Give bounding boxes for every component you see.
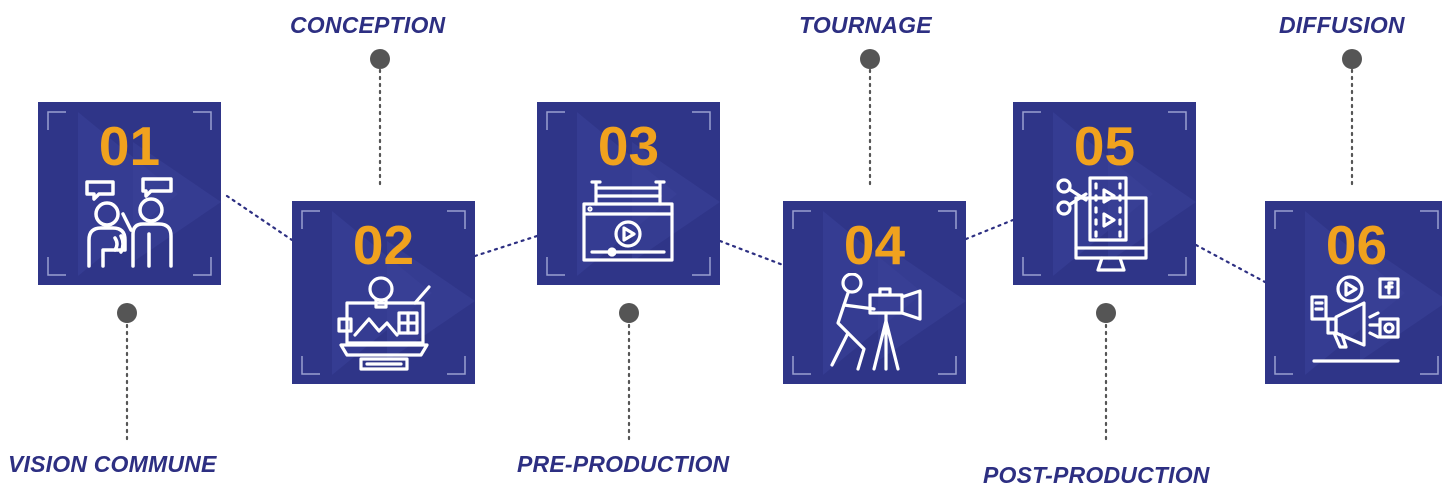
step-label-01: VISION COMMUNE bbox=[8, 451, 217, 477]
step-number: 03 bbox=[597, 115, 660, 177]
pin-dot-05 bbox=[1096, 303, 1116, 323]
camera-operator-icon bbox=[830, 273, 922, 371]
people-discussion-icon bbox=[85, 177, 173, 268]
step-label-06: DIFFUSION bbox=[1279, 12, 1405, 38]
step-card-06: 06 bbox=[1265, 201, 1442, 384]
step-card-03: 03 bbox=[537, 102, 720, 285]
step-number: 05 bbox=[1073, 115, 1136, 177]
link-01-02 bbox=[225, 194, 294, 242]
link-03-04 bbox=[718, 239, 785, 267]
step-label-05: POST-PRODUCTION bbox=[983, 462, 1210, 488]
step-number: 06 bbox=[1325, 214, 1388, 276]
video-player-icon bbox=[582, 180, 674, 262]
step-card-04: 04 bbox=[783, 201, 966, 384]
pin-dot-06 bbox=[1342, 49, 1362, 69]
step-label-02: CONCEPTION bbox=[290, 12, 446, 38]
link-02-03 bbox=[473, 234, 539, 258]
pin-dot-04 bbox=[860, 49, 880, 69]
card-background bbox=[546, 111, 720, 276]
step-label-03: PRE-PRODUCTION bbox=[517, 451, 730, 477]
step-card-02: 02 bbox=[292, 201, 475, 384]
card-background bbox=[47, 111, 221, 276]
video-editing-icon bbox=[1056, 176, 1148, 272]
social-megaphone-icon bbox=[1310, 275, 1400, 363]
step-card-01: 01 bbox=[38, 102, 221, 285]
link-04-05 bbox=[964, 218, 1015, 241]
pin-dot-03 bbox=[619, 303, 639, 323]
step-number: 01 bbox=[98, 115, 161, 177]
pin-dot-01 bbox=[117, 303, 137, 323]
design-idea-icon bbox=[337, 276, 431, 371]
step-number: 04 bbox=[843, 214, 906, 276]
step-number: 02 bbox=[352, 214, 415, 276]
link-05-06 bbox=[1194, 243, 1267, 284]
step-card-05: 05 bbox=[1013, 102, 1196, 285]
pin-dot-02 bbox=[370, 49, 390, 69]
step-label-04: TOURNAGE bbox=[799, 12, 932, 38]
